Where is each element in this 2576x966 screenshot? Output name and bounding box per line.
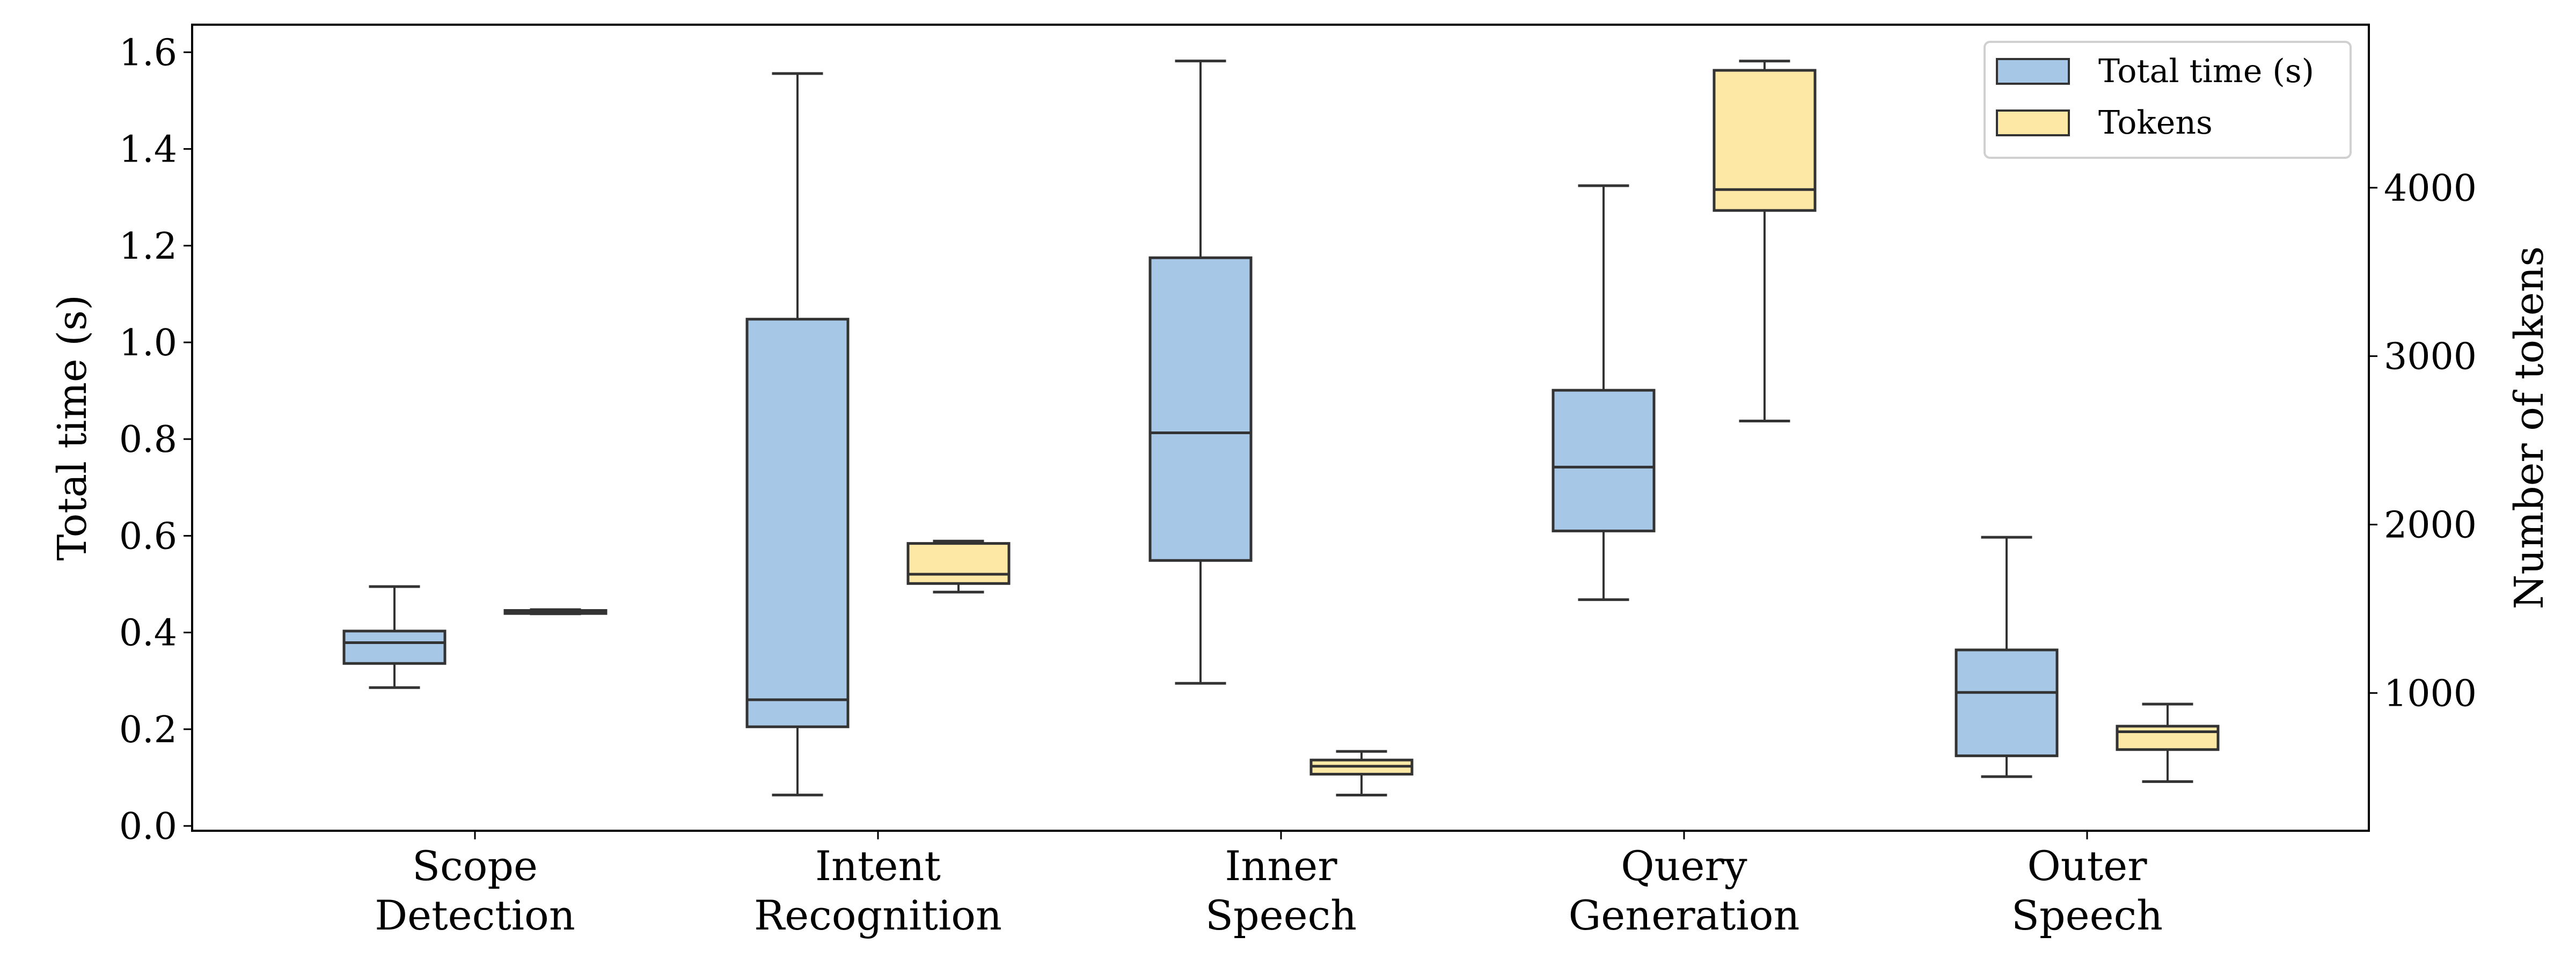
left-tick-label: 1.2: [119, 225, 177, 268]
legend-label-tokens: Tokens: [2098, 104, 2213, 142]
box-total-time-4: [1955, 536, 2059, 778]
x-tick-label: Detection: [375, 891, 575, 939]
box-tokens-1: [906, 539, 1011, 594]
left-axis: 0.0 0.2 0.4 0.6 0.8 1.0 1.2 1.4 1.6: [119, 32, 192, 848]
right-tick-label: 3000: [2384, 336, 2477, 378]
x-tick-label: Speech: [1205, 891, 1357, 939]
box-iqr: [1148, 256, 1253, 562]
box-iqr: [1955, 648, 2059, 757]
legend-swatch-total-time: [1996, 58, 2070, 85]
x-tick-label: Generation: [1569, 891, 1800, 939]
legend-frame: [1984, 41, 2352, 159]
legend: Total time (s) Tokens: [1984, 41, 2352, 159]
box-iqr: [1713, 69, 1817, 212]
box-total-time-2: [1148, 60, 1253, 685]
box-total-time-3: [1552, 184, 1656, 601]
box-tokens-0: [503, 608, 608, 616]
legend-label-total-time: Total time (s): [2098, 53, 2314, 90]
left-tick-label: 1.6: [119, 32, 177, 74]
box-iqr: [745, 318, 850, 728]
box-tokens-4: [2116, 702, 2220, 783]
box-iqr: [906, 542, 1011, 585]
left-tick-label: 0.6: [119, 515, 177, 558]
x-tick-label: Speech: [2011, 891, 2163, 939]
left-tick-label: 1.4: [119, 129, 177, 171]
left-tick-label: 0.0: [119, 806, 177, 848]
right-tick-label: 1000: [2384, 672, 2477, 715]
x-tick-label: Intent: [815, 842, 941, 890]
right-tick-label: 2000: [2384, 504, 2477, 546]
box-iqr: [1552, 389, 1656, 532]
x-tick-label: Recognition: [754, 891, 1002, 939]
right-tick-label: 4000: [2384, 167, 2477, 210]
x-tick-label: Query: [1621, 842, 1747, 890]
x-tick-label: Scope: [412, 842, 538, 890]
left-axis-label: Total time (s): [49, 295, 96, 561]
left-tick-label: 0.8: [119, 419, 177, 461]
plot-marks: [342, 60, 2220, 796]
box-total-time-0: [342, 585, 447, 689]
left-tick-label: 0.2: [119, 709, 177, 751]
legend-swatch-tokens: [1996, 109, 2070, 136]
box-tokens-2: [1309, 750, 1414, 796]
box-tokens-3: [1713, 60, 1817, 422]
left-tick-label: 1.0: [119, 322, 177, 364]
box-iqr: [2116, 724, 2220, 751]
x-tick-label: Outer: [2027, 842, 2147, 890]
box-total-time-1: [745, 72, 850, 796]
right-axis: 1000 2000 3000 4000: [2369, 167, 2477, 715]
box-iqr: [342, 630, 447, 665]
x-tick-label: Inner: [1225, 842, 1337, 890]
left-tick-label: 0.4: [119, 612, 177, 655]
right-axis-label: Number of tokens: [2506, 246, 2552, 610]
x-axis: ScopeDetectionIntentRecognitionInnerSpee…: [375, 831, 2163, 939]
